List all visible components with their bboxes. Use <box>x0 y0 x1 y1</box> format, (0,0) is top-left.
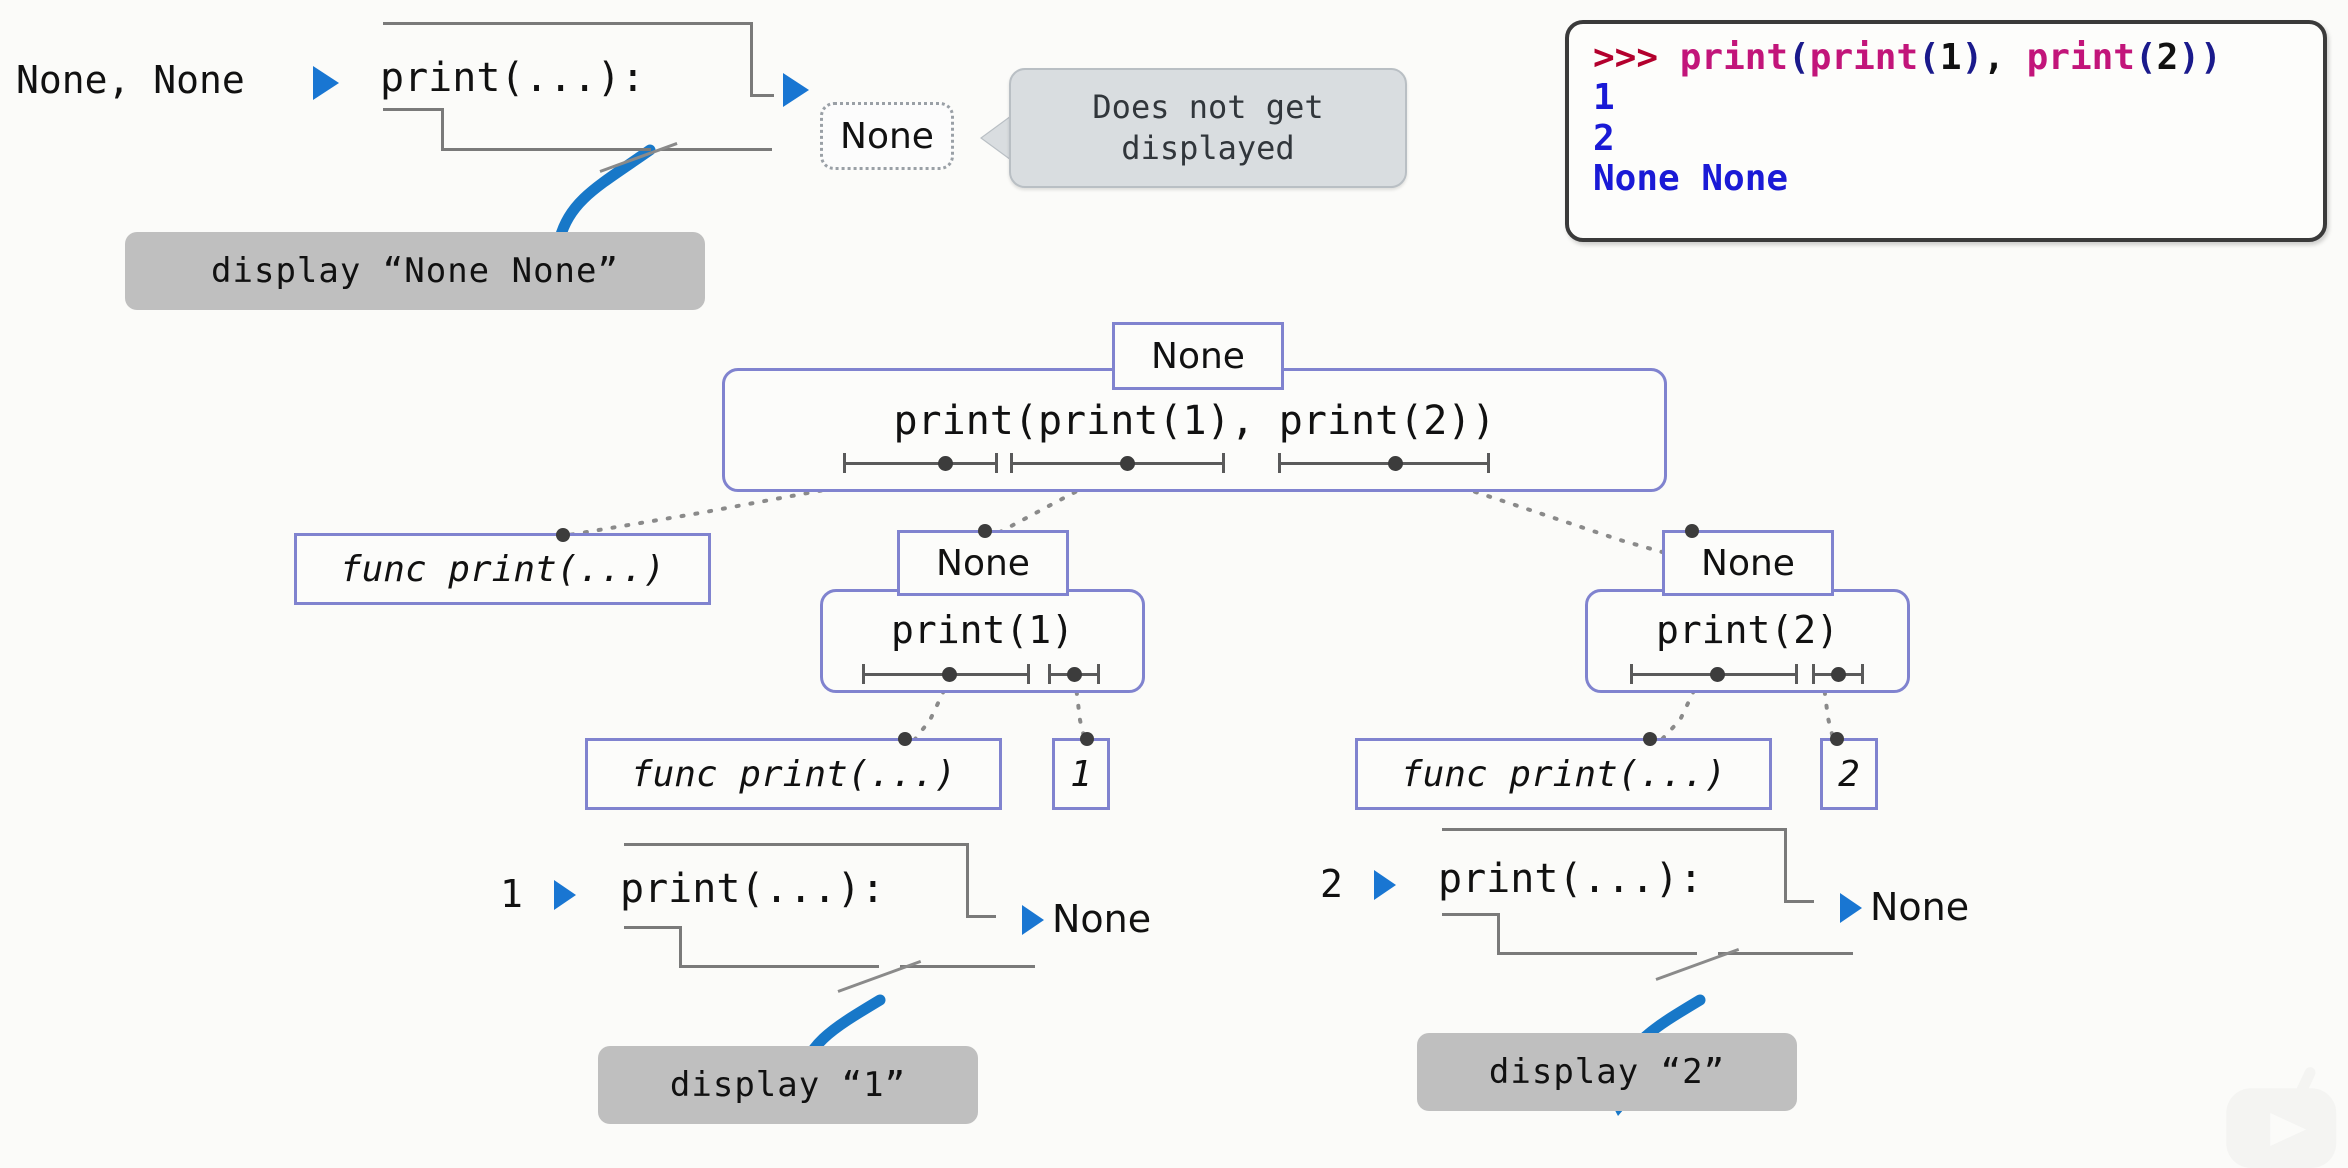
frame-line <box>624 926 682 929</box>
connector-dot <box>556 528 570 542</box>
frame-line <box>441 148 651 151</box>
connector-dot <box>978 524 992 538</box>
frame-line <box>624 843 969 846</box>
watermark-icon <box>2226 1067 2337 1168</box>
play-triangle-icon <box>783 73 809 107</box>
expr-leaf-func-print-root: func print(...) <box>294 533 711 605</box>
callout-tail-icon <box>982 116 1012 160</box>
frame-line <box>750 94 774 97</box>
caliper-print1-operator <box>862 663 1030 685</box>
repl-input-line: >>> print(print(1), print(2)) <box>1593 37 2222 78</box>
frame-line <box>750 22 753 97</box>
connector-dot <box>1685 524 1699 538</box>
frame-line <box>1442 913 1500 916</box>
play-triangle-icon <box>1022 905 1044 935</box>
repl-output-line-3: None None <box>1593 157 1789 199</box>
play-triangle-icon <box>1374 870 1396 900</box>
expr-node-print2-text: print(2) <box>1655 608 1840 652</box>
caliper-arg-1 <box>1010 452 1225 474</box>
connector-dot <box>898 732 912 746</box>
repl-output-line-2: 2 <box>1593 117 1615 159</box>
frame-line <box>1497 952 1697 955</box>
caliper-arg-2 <box>1278 452 1490 474</box>
frame-line <box>679 965 879 968</box>
connector-dot <box>1643 732 1657 746</box>
bottom-left-call-label: print(...): <box>620 866 885 912</box>
caliper-print1-arg <box>1048 663 1100 685</box>
expr-node-root-text: print(print(1), print(2)) <box>893 398 1496 444</box>
expr-leaf-value-1: 1 <box>1052 738 1110 810</box>
bottom-left-display-pill: display “1” <box>598 1046 978 1124</box>
frame-line <box>383 108 443 111</box>
expr-leaf-func-print-left: func print(...) <box>585 738 1002 810</box>
frame-line <box>383 22 753 25</box>
frame-line <box>660 148 772 151</box>
play-triangle-icon <box>1840 893 1862 923</box>
frame-line <box>1718 952 1853 955</box>
expr-node-print2-value: None <box>1662 530 1834 596</box>
frame-line <box>966 915 996 918</box>
bottom-right-args-label: 2 <box>1320 862 1343 906</box>
repl-code-box: >>> print(print(1), print(2)) 1 2 None N… <box>1565 20 2327 242</box>
bottom-right-display-pill: display “2” <box>1417 1033 1797 1111</box>
expr-leaf-value-2: 2 <box>1820 738 1878 810</box>
play-triangle-icon <box>313 66 339 100</box>
repl-output-line-1: 1 <box>1593 77 1615 119</box>
expr-node-print1-text: print(1) <box>890 608 1075 652</box>
frame-line <box>1442 828 1787 831</box>
repl-prompt: >>> <box>1593 37 1659 78</box>
frame-line <box>966 843 969 918</box>
top-frame-display-pill: display “None None” <box>125 232 705 310</box>
frame-line <box>1784 900 1814 903</box>
frame-line <box>441 108 444 150</box>
bottom-right-return-label: None <box>1870 885 1970 929</box>
expr-node-print1-value: None <box>897 530 1069 596</box>
frame-line <box>1497 913 1500 955</box>
top-frame-return-chip: None <box>820 102 954 170</box>
caliper-operator <box>843 452 998 474</box>
frame-line <box>679 926 682 968</box>
connector-dot <box>1080 732 1094 746</box>
expr-node-root-value: None <box>1112 322 1284 390</box>
bottom-left-args-label: 1 <box>500 872 523 916</box>
callout-bubble: Does not get displayed <box>1009 68 1407 188</box>
caliper-print2-arg <box>1812 663 1864 685</box>
frame-line <box>599 142 678 173</box>
frame-line <box>900 965 1035 968</box>
play-triangle-icon <box>554 880 576 910</box>
top-frame-call-label: print(...): <box>380 55 645 101</box>
connector-dot <box>1830 732 1844 746</box>
bottom-right-call-label: print(...): <box>1438 856 1703 902</box>
frame-line <box>1784 828 1787 903</box>
bottom-left-return-label: None <box>1052 897 1152 941</box>
expr-leaf-func-print-right: func print(...) <box>1355 738 1772 810</box>
caliper-print2-operator <box>1630 663 1798 685</box>
top-frame-args-label: None, None <box>16 58 245 102</box>
